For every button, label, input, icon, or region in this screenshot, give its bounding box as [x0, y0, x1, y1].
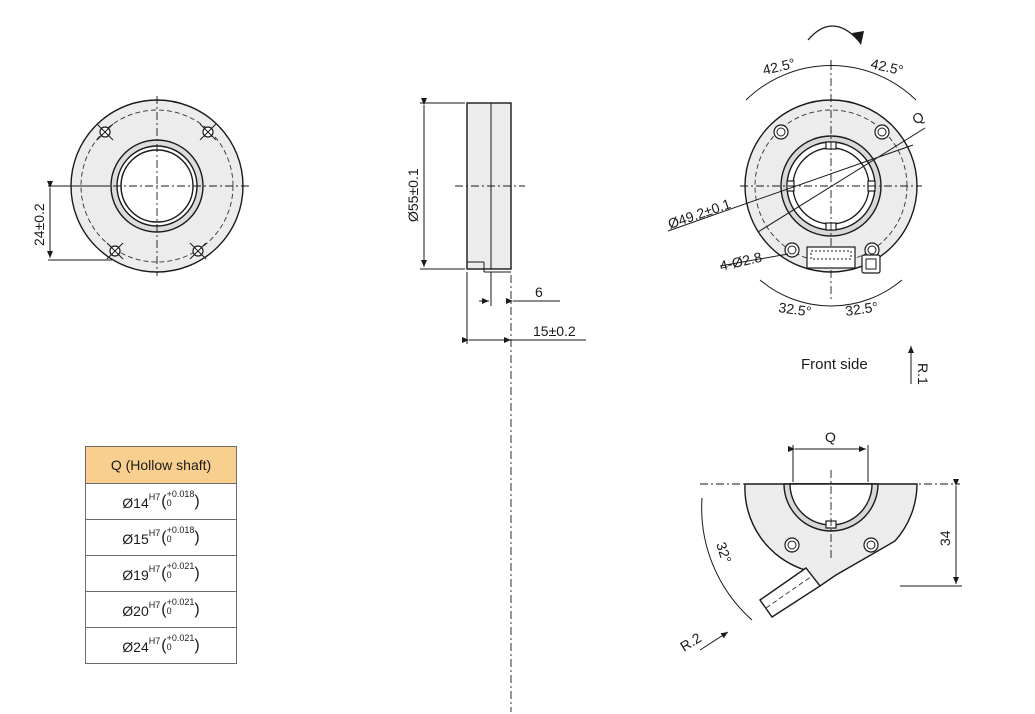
- tol-lower: 0: [166, 605, 172, 616]
- angle-32-label: 32°: [713, 540, 735, 565]
- tol-lower: 0: [166, 533, 172, 544]
- q-bottom-label: Q: [825, 429, 836, 445]
- section-view: Q 34 32° R.2: [677, 429, 962, 655]
- bolt-hole: [189, 242, 207, 260]
- side-view: Ø55±0.1 6 15±0.2: [405, 98, 586, 712]
- tol-upper: +0.021: [166, 560, 195, 571]
- dim-6-label: 6: [535, 284, 543, 300]
- tol-upper: +0.018: [166, 488, 195, 499]
- angle-bottom-right-label: 32.5°: [844, 299, 879, 319]
- tol-lower: 0: [166, 569, 172, 580]
- mount-hole: [773, 124, 789, 140]
- shaft-fit: H7: [148, 635, 161, 646]
- angle-top-right-label: 42.5°: [869, 55, 905, 78]
- tol-lower: 0: [166, 497, 172, 508]
- bolt-hole: [106, 242, 124, 260]
- mount-hole: [864, 242, 880, 258]
- shaft-fit: H7: [148, 527, 161, 538]
- bolt-hole: [96, 123, 114, 141]
- dim-55-label: Ø55±0.1: [405, 168, 421, 222]
- front-side-label: Front side: [801, 356, 868, 373]
- shaft-base: Ø14: [122, 494, 149, 511]
- shaft-base: Ø24: [122, 638, 149, 655]
- dim-34-label: 34: [937, 530, 953, 546]
- dim-holes-label: 4-Ø2.8: [718, 249, 764, 274]
- shaft-fit: H7: [148, 563, 161, 574]
- table-header: Q (Hollow shaft): [85, 446, 237, 484]
- tol-lower: 0: [166, 641, 172, 652]
- shaft-base: Ø19: [122, 566, 149, 583]
- q-top-label: Q: [909, 108, 927, 127]
- r1-label: R.1: [915, 363, 931, 385]
- shaft-base: Ø15: [122, 530, 149, 547]
- mount-hole: [874, 124, 890, 140]
- tol-upper: +0.021: [166, 596, 195, 607]
- r2-label: R.2: [677, 629, 704, 654]
- shaft-fit: H7: [148, 491, 161, 502]
- dim-49-label: Ø49.2±0.1: [666, 195, 733, 231]
- front-view: 42.5° 42.5° 32.5° 32.5° Q Ø49.2±0.1 4-Ø2…: [666, 25, 931, 385]
- mount-hole: [784, 242, 800, 258]
- angle-top-left-label: 42.5°: [761, 55, 797, 78]
- shaft-base: Ø20: [122, 602, 149, 619]
- bolt-hole: [199, 123, 217, 141]
- dim-24-label: 24±0.2: [31, 203, 47, 246]
- angle-bottom-left-label: 32.5°: [778, 299, 813, 319]
- tol-upper: +0.018: [166, 524, 195, 535]
- dim-15-label: 15±0.2: [533, 323, 576, 339]
- shaft-fit: H7: [148, 599, 161, 610]
- tol-upper: +0.021: [166, 632, 195, 643]
- back-view: 24±0.2: [31, 96, 250, 276]
